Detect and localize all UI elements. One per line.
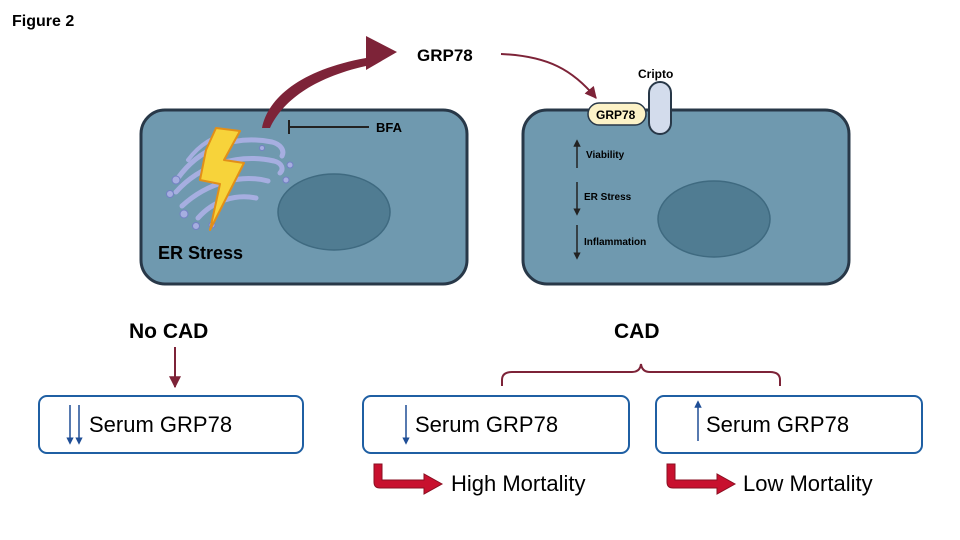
- effect-inflammation-label: Inflammation: [584, 237, 646, 248]
- serum-box-cad-low-border: [362, 395, 630, 454]
- effect-er-stress-label: ER Stress: [584, 192, 632, 203]
- secretion-arrow: [262, 36, 397, 128]
- serum-label-no-cad: Serum GRP78: [89, 412, 232, 437]
- left-cell: ER Stress BFA: [139, 108, 469, 286]
- grp78-membrane-badge: [587, 102, 647, 126]
- binding-arrow: [500, 53, 597, 99]
- serum-box-cad-high-border: [655, 395, 923, 454]
- secreted-grp78-label: GRP78: [417, 46, 473, 65]
- low-mortality-arrow-icon: [666, 463, 737, 495]
- no-cad-heading: No CAD: [129, 320, 208, 343]
- cripto-receptor-icon: [648, 81, 672, 135]
- right-cell: Cripto GRP78 Viability ER Stress Inflamm…: [521, 67, 851, 286]
- cad-heading: CAD: [614, 320, 660, 343]
- high-mortality-label: High Mortality: [451, 471, 585, 496]
- left-cell-nucleus: [277, 173, 391, 251]
- serum-label-cad-high: Serum GRP78: [706, 412, 849, 437]
- bfa-label: BFA: [376, 120, 403, 135]
- serum-box-cad-high: Serum GRP78: [655, 395, 923, 454]
- serum-box-cad-low: Serum GRP78: [362, 395, 630, 454]
- figure-label: Figure 2: [12, 13, 74, 30]
- lightning-bolt-icon: [199, 127, 245, 231]
- serum-box-no-cad-border: [38, 395, 304, 454]
- low-mortality-label: Low Mortality: [743, 471, 873, 496]
- er-stress-label: ER Stress: [158, 243, 243, 263]
- high-mortality-arrow-icon: [373, 463, 444, 495]
- grp78-badge-label: GRP78: [596, 108, 636, 122]
- effect-viability-label: Viability: [586, 150, 625, 161]
- cripto-label: Cripto: [638, 67, 673, 81]
- cad-bracket: [501, 363, 781, 386]
- right-cell-nucleus: [657, 180, 771, 258]
- serum-label-cad-low: Serum GRP78: [415, 412, 558, 437]
- serum-box-no-cad: Serum GRP78: [38, 395, 304, 454]
